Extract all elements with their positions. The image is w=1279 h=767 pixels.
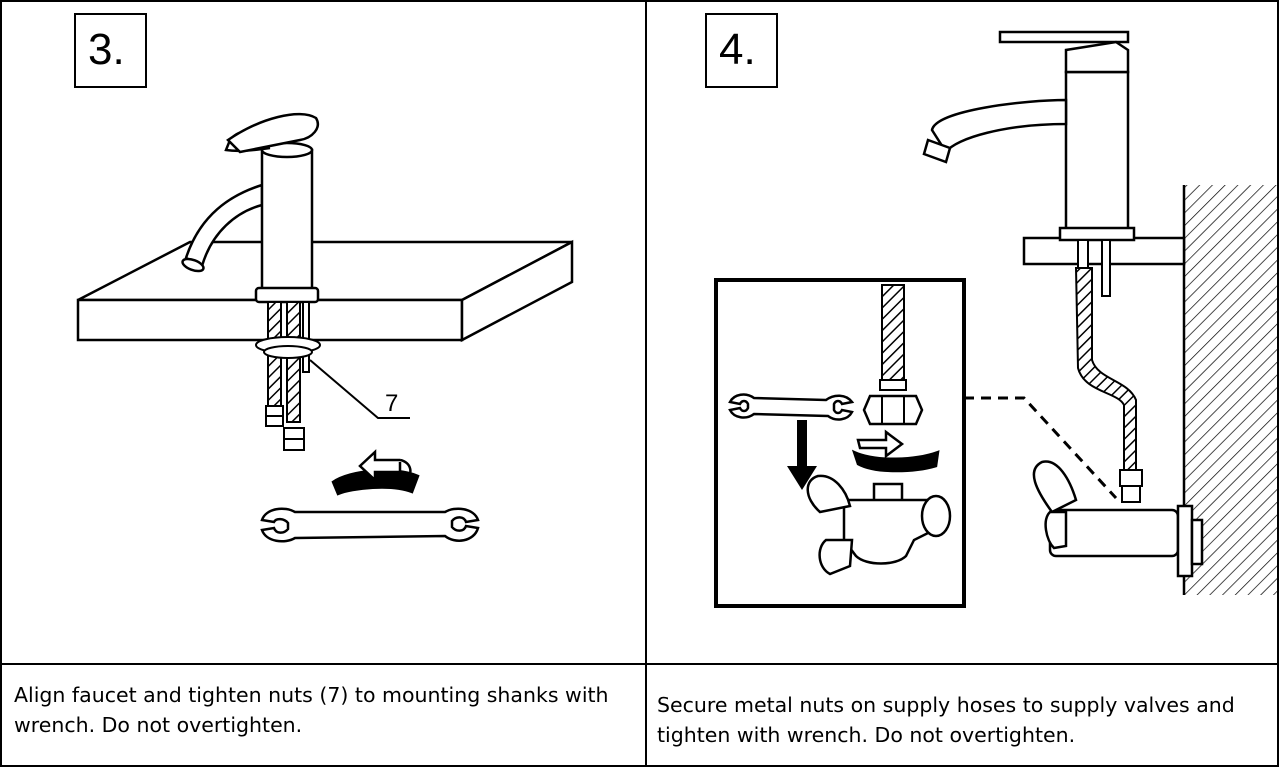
faucet-icon (181, 112, 320, 304)
step-4-number: 4. (719, 25, 756, 74)
down-arrow-icon (787, 420, 817, 490)
step-3-caption: Align faucet and tighten nuts (7) to mou… (14, 683, 609, 737)
wrench-icon (260, 507, 480, 543)
supply-valve-icon (1032, 460, 1204, 578)
step-4-illustration (714, 30, 1279, 608)
callout-7-label: 7 (385, 390, 399, 417)
callout-leader (309, 359, 410, 419)
detail-inset (714, 278, 966, 608)
detail-leader (964, 396, 1118, 500)
supply-valve-icon (806, 474, 952, 576)
supply-hose-icon (1074, 239, 1143, 503)
rotate-arrow-icon (331, 449, 420, 496)
rotate-arrow-icon (851, 429, 940, 473)
wrench-icon (728, 393, 855, 421)
faucet-icon (922, 30, 1136, 242)
countertop-icon (76, 239, 574, 343)
step-4-caption: Secure metal nuts on supply hoses to sup… (657, 693, 1235, 747)
step-3-illustration (76, 112, 574, 543)
supply-hose-icon (255, 301, 321, 451)
step-3-number: 3. (88, 25, 125, 74)
